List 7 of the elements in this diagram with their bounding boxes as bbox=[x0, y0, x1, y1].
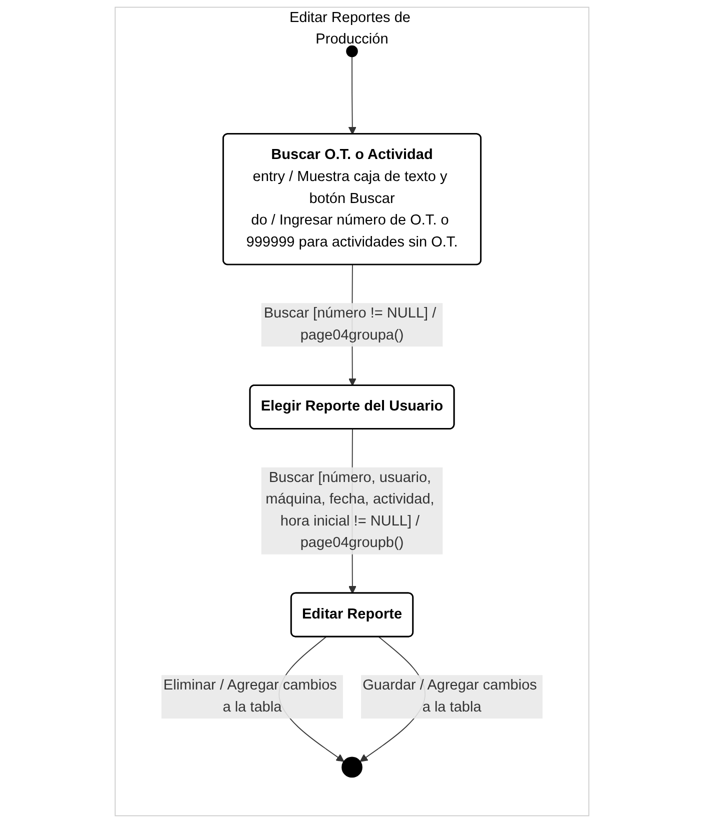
edge-label: Buscar [número, usuario, máquina, fecha, actividad, hora inicial != NULL] / page04groupb() bbox=[265, 470, 434, 551]
node-circle bbox=[346, 45, 358, 58]
arrow bbox=[348, 56, 356, 135]
edge-label: Buscar [número != NULL] / page04groupa() bbox=[263, 306, 436, 343]
edge-label: Guardar / Agregar cambios a la tabla bbox=[362, 678, 536, 716]
edge-label: Eliminar / Agregar cambios a la tabla bbox=[162, 678, 336, 716]
node-circle bbox=[341, 756, 362, 778]
